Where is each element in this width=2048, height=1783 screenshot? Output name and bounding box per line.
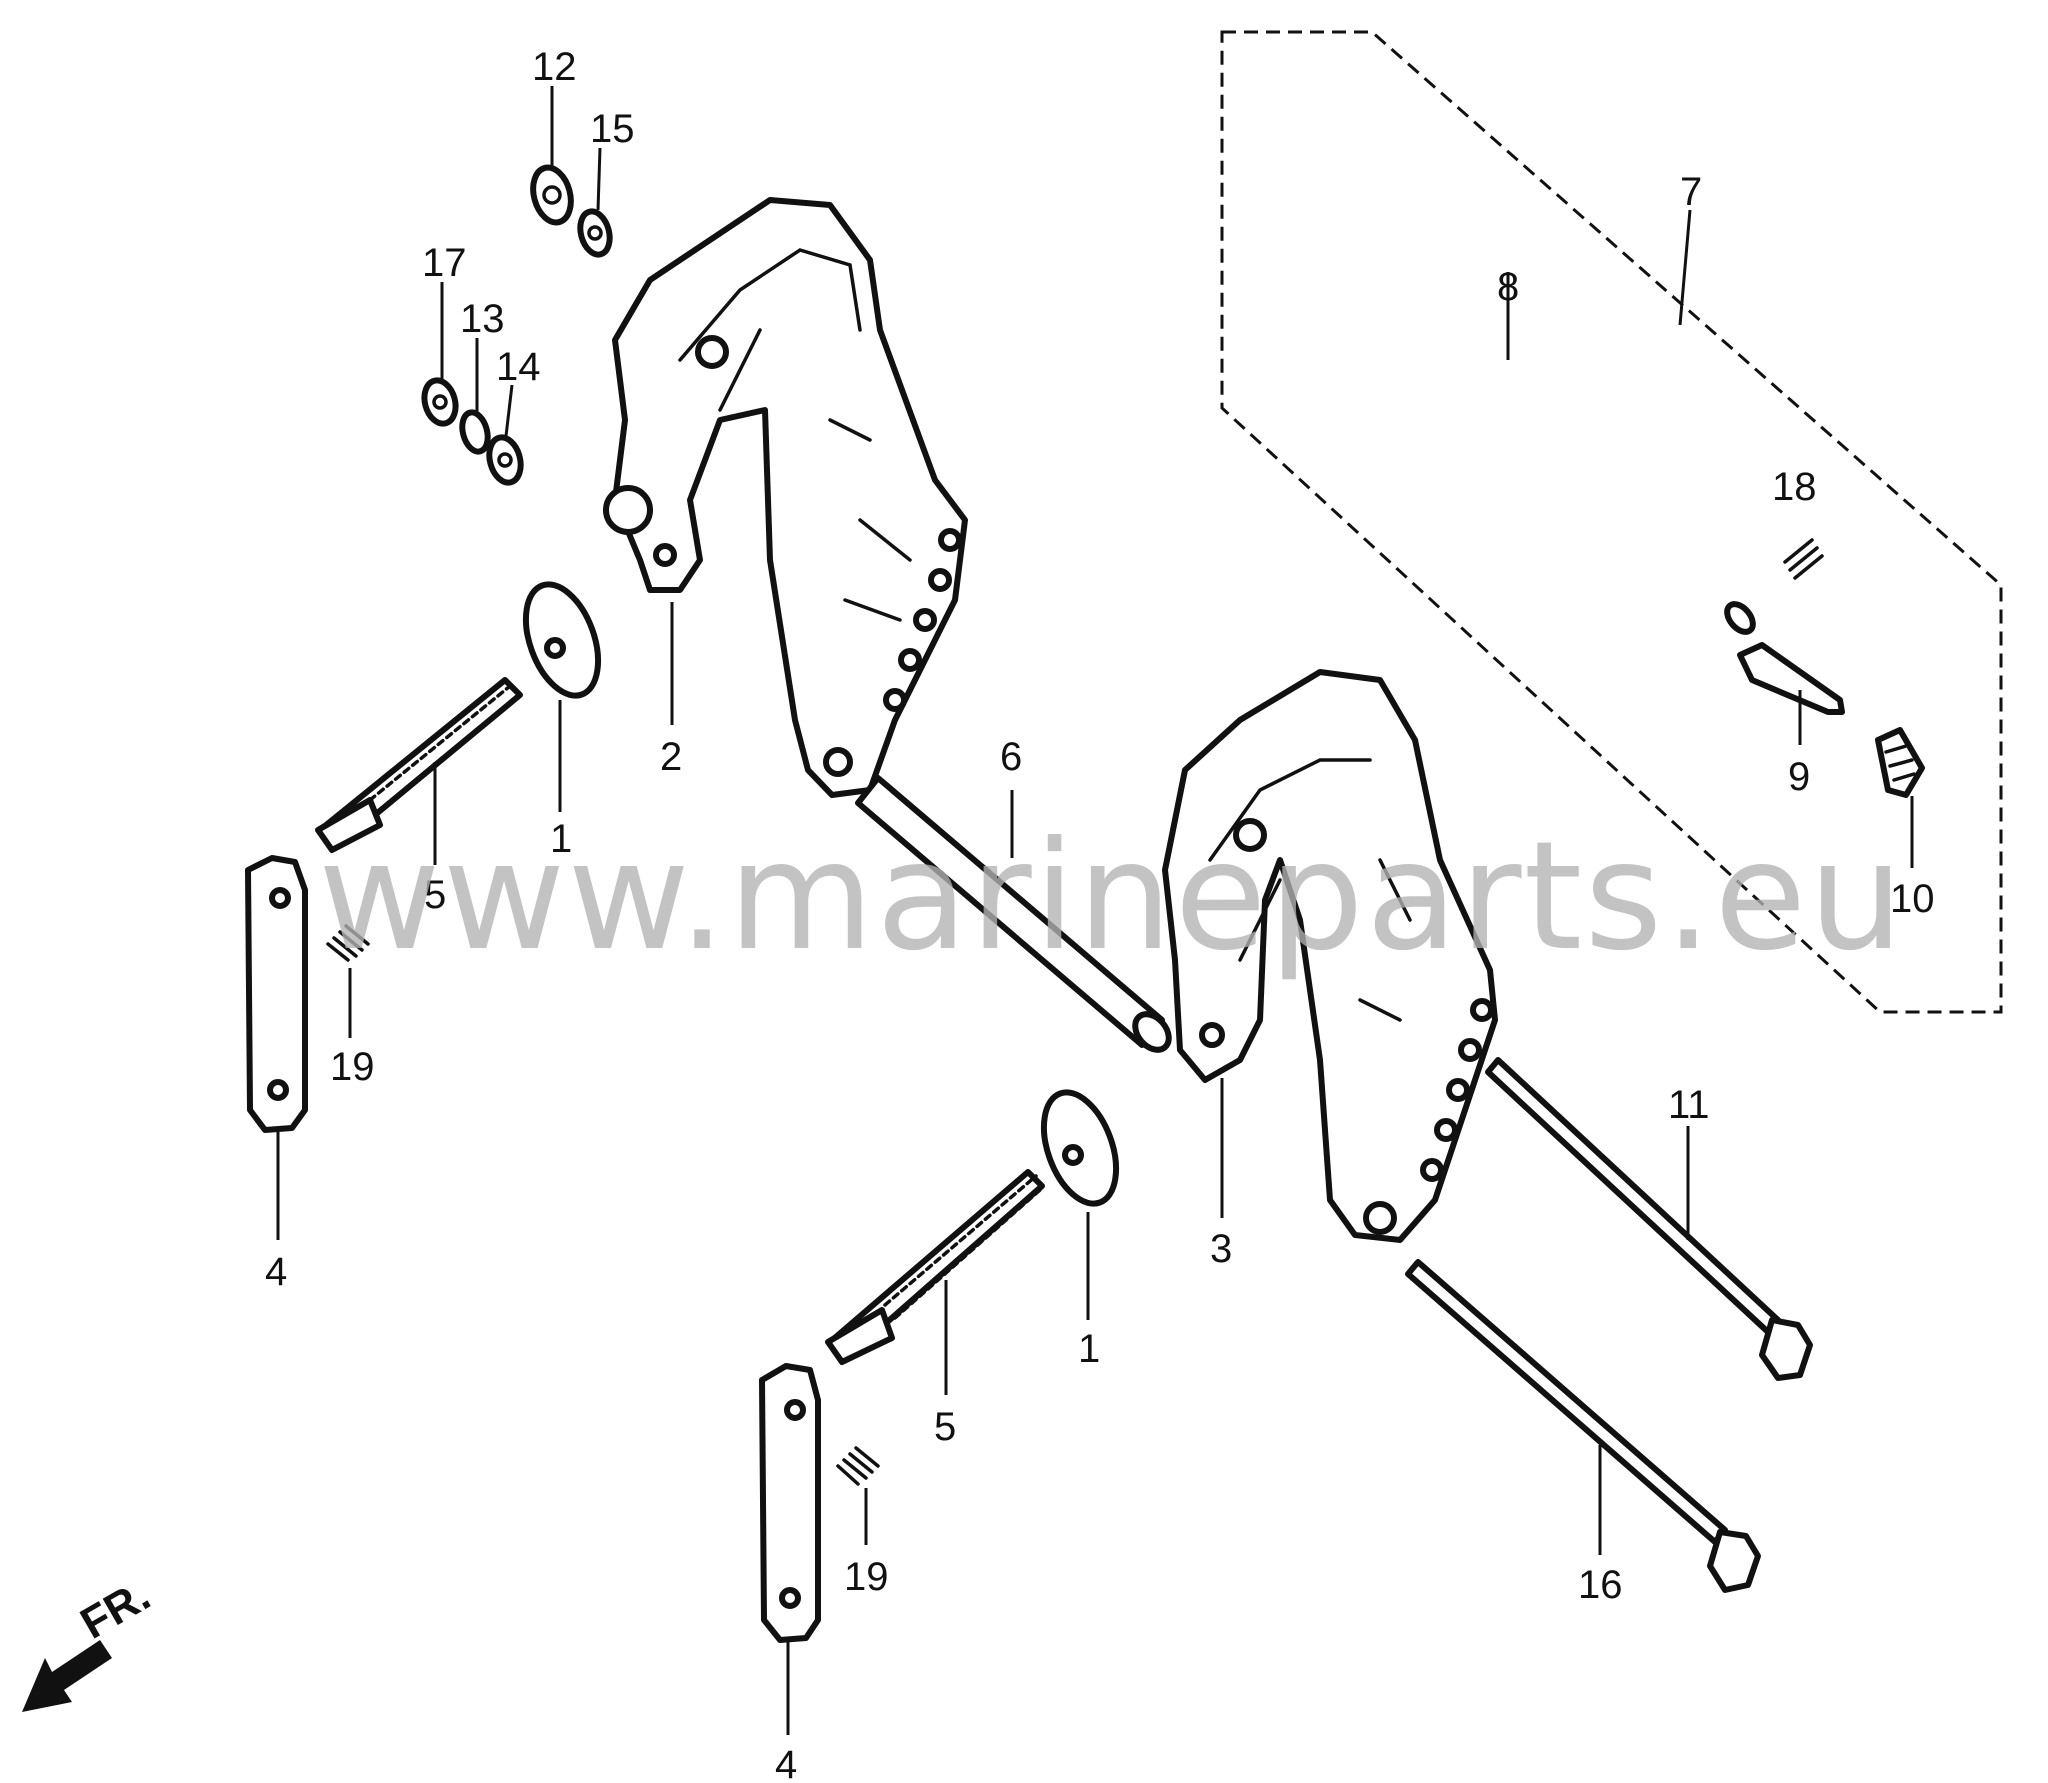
part-2-stern-bracket-left <box>603 197 968 798</box>
callout-15: 15 <box>590 107 635 151</box>
callout-14: 14 <box>496 345 541 389</box>
part-6-tube <box>855 775 1172 1053</box>
part-4-plate-bottom <box>759 1363 821 1643</box>
part-4-plate-left <box>245 855 308 1133</box>
part-12-nut <box>530 164 574 226</box>
part-14-washer <box>486 434 524 486</box>
part-5-screw-bottom <box>825 1169 1045 1365</box>
part-1-washer-left <box>522 581 602 699</box>
part-16-bolt <box>1405 1259 1761 1593</box>
callout-17: 17 <box>422 241 467 285</box>
part-17-nut <box>421 377 459 427</box>
part-10-clip <box>1875 727 1925 798</box>
leader-lines <box>276 86 1914 1735</box>
callout-7: 7 <box>1680 170 1702 214</box>
callout-19: 19 <box>330 1045 375 1089</box>
callout-19-bottom: 19 <box>844 1555 889 1599</box>
callout-16: 16 <box>1578 1563 1623 1607</box>
callout-1-bottom: 1 <box>1078 1327 1100 1371</box>
callout-4: 4 <box>265 1250 287 1294</box>
callout-1: 1 <box>550 817 572 861</box>
callout-12: 12 <box>532 45 577 89</box>
callout-4-bottom: 4 <box>775 1743 797 1783</box>
part-8-rod <box>1294 114 1756 635</box>
callout-18: 18 <box>1772 465 1817 509</box>
callout-9: 9 <box>1788 755 1810 799</box>
watermark: www.marineparts.eu <box>318 810 1906 984</box>
part-19-spring-bottom <box>836 1446 880 1486</box>
callout-11: 11 <box>1668 1083 1710 1127</box>
callout-13: 13 <box>460 297 505 341</box>
callout-10: 10 <box>1890 877 1935 921</box>
callout-2: 2 <box>660 735 682 779</box>
part-9-pin <box>1737 642 1845 715</box>
part-5-screw-left <box>315 677 523 853</box>
callout-5-bottom: 5 <box>934 1405 956 1449</box>
part-1-washer-bottom <box>1040 1089 1120 1207</box>
callout-5: 5 <box>424 873 446 917</box>
assembly-group-outline <box>1220 30 2003 1014</box>
callout-3: 3 <box>1210 1227 1232 1271</box>
front-direction-indicator: FR. <box>22 1571 158 1712</box>
front-label: FR. <box>73 1571 159 1649</box>
callout-labels: 12 15 17 13 14 2 5 1 19 4 6 7 8 18 9 10 … <box>265 45 1935 1783</box>
front-arrow-icon <box>22 1640 112 1712</box>
part-19-spring-left <box>326 924 370 962</box>
callout-8: 8 <box>1497 265 1519 309</box>
part-15-washer <box>577 208 613 258</box>
part-11-bolt <box>1485 1057 1813 1381</box>
part-3-stern-bracket-right <box>1162 669 1498 1243</box>
callout-6: 6 <box>1000 735 1022 779</box>
part-18-spring <box>1783 538 1824 580</box>
part-13-washer <box>459 409 491 455</box>
